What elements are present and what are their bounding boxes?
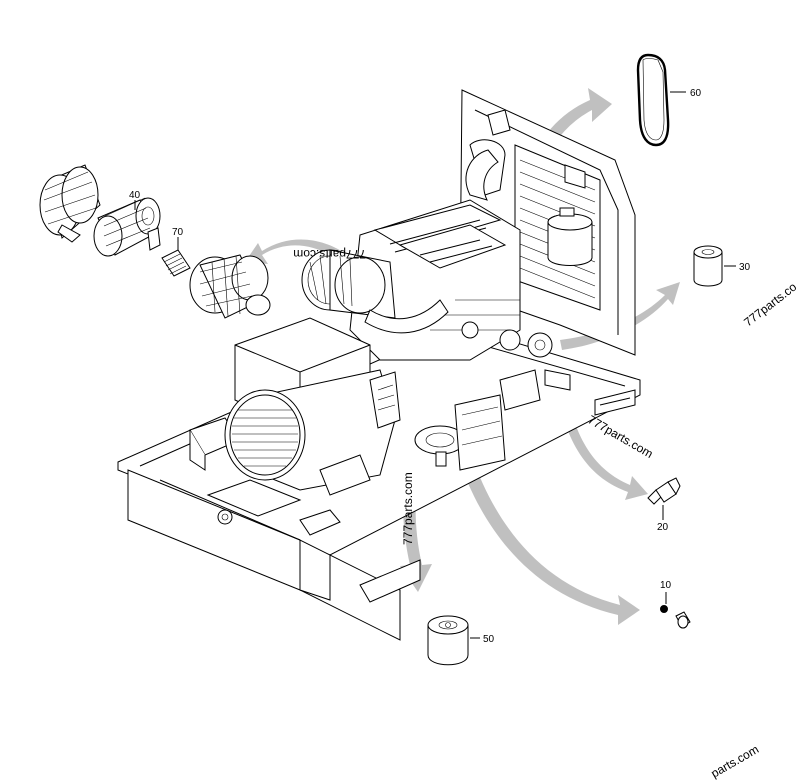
alternator — [224, 317, 401, 496]
part-fuel-filter-20: 20 — [647, 477, 681, 533]
callout-60: 60 — [690, 88, 702, 99]
watermark-5: parts.com — [709, 742, 762, 780]
arrow-to-oil-filter-30 — [560, 282, 680, 350]
callout-70: 70 — [172, 227, 184, 238]
callout-40: 40 — [129, 190, 141, 201]
air-filter-housing — [301, 249, 449, 334]
arrow-to-air-filter — [245, 239, 352, 265]
part-spring-70: 70 — [161, 227, 191, 277]
part-drain-plug-10: 10 — [660, 580, 691, 629]
arrow-to-plug-10 — [446, 405, 640, 625]
watermark-3: 777parts.com — [586, 412, 656, 460]
watermark-1: 777parts.com — [293, 247, 366, 261]
alternator-vents — [232, 409, 298, 467]
air-filter-body — [189, 254, 271, 319]
part-air-filter-40: 40 — [39, 164, 161, 257]
part-belt-60: 60 — [636, 53, 702, 147]
watermark-2: 777parts.com — [401, 472, 415, 545]
part-oil-filter-30: 30 — [693, 245, 751, 287]
callout-20: 20 — [657, 522, 669, 533]
callout-50: 50 — [483, 634, 495, 645]
part-oil-filter-50: 50 — [427, 615, 495, 666]
callout-30: 30 — [739, 262, 751, 273]
watermark-4: 777parts.co — [741, 280, 799, 330]
callout-10: 10 — [660, 580, 672, 591]
